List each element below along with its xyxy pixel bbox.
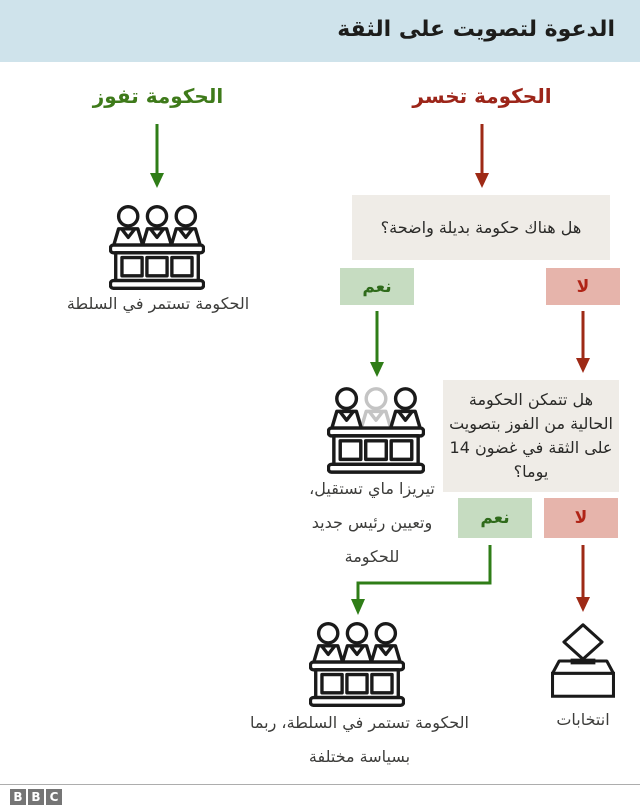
question-text: هل تتمكن الحكومة الحالية من الفوز بتصويت…	[449, 390, 613, 481]
ballot-box-icon	[551, 623, 615, 698]
answer-chip-yes-2: نعم	[458, 498, 532, 538]
question-text: هل هناك حكومة بديلة واضحة؟	[380, 218, 582, 237]
bbc-logo-letter: B	[10, 789, 26, 805]
parliament-bench-icon-2	[309, 622, 405, 707]
arrow-down-red-no1-icon	[576, 311, 590, 373]
parliament-bench-icon	[109, 205, 205, 290]
caption-government-stays: الحكومة تستمر في السلطة	[66, 294, 250, 313]
column-heading-government-wins: الحكومة تفوز	[92, 84, 224, 108]
arrow-down-green-wins-icon	[150, 124, 164, 188]
question-box-alternative-government: هل هناك حكومة بديلة واضحة؟	[352, 195, 610, 260]
footer-divider	[0, 784, 640, 785]
arrow-down-red-no2-icon	[576, 545, 590, 612]
caption-may-resigns: تيريزا ماي تستقيل، وتعيين رئيس جديد للحك…	[309, 479, 435, 566]
arrow-down-red-loses-icon	[475, 124, 489, 188]
bbc-blocks-logo: B B C	[10, 789, 62, 805]
caption-stay-new-policy: الحكومة تستمر في السلطة، ربما بسياسة مخت…	[250, 713, 469, 766]
answer-chip-yes-1: نعم	[340, 268, 414, 305]
parliament-new-leader-icon	[327, 387, 425, 474]
question-box-win-within-14-days: هل تتمكن الحكومة الحالية من الفوز بتصويت…	[443, 380, 619, 492]
answer-chip-no-2: لا	[544, 498, 618, 538]
elbow-connector-green-icon	[351, 545, 492, 615]
page-title: الدعوة لتصويت على الثقة	[337, 17, 615, 42]
column-heading-government-loses: الحكومة تخسر	[412, 84, 552, 108]
arrow-down-green-yes1-icon	[370, 311, 384, 377]
caption-elections: انتخابات	[556, 710, 610, 729]
answer-chip-no-1: لا	[546, 268, 620, 305]
bbc-logo-letter: C	[46, 789, 62, 805]
header-bar: الدعوة لتصويت على الثقة	[0, 0, 640, 62]
bbc-logo-letter: B	[28, 789, 44, 805]
